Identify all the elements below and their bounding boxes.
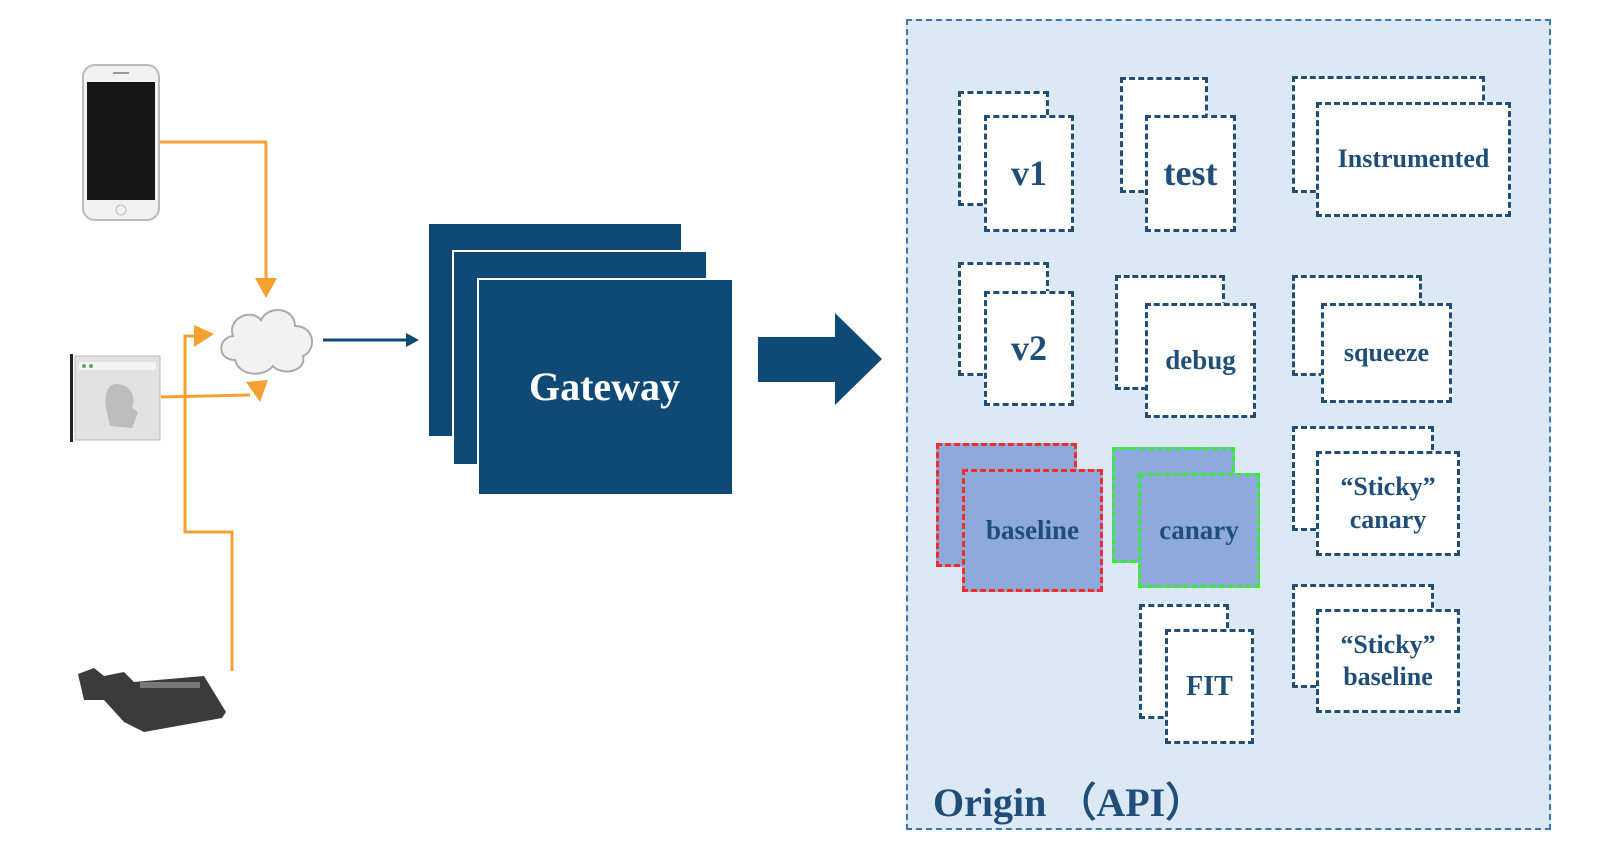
arrowhead xyxy=(406,333,419,347)
cloud-icon xyxy=(220,309,313,375)
origin-label: Origin （API） xyxy=(933,780,1206,825)
router-connector xyxy=(183,334,234,671)
arrowhead xyxy=(246,380,268,402)
gateway-to-origin-arrow xyxy=(758,313,882,405)
service-v1[interactable]: v1 xyxy=(984,115,1074,232)
service-debug[interactable]: debug xyxy=(1145,303,1256,418)
gateway-instance-front[interactable] xyxy=(477,278,734,496)
service-sticky-canary[interactable]: “Sticky” canary xyxy=(1316,451,1460,556)
browser-window-icon xyxy=(70,354,161,442)
gateway-label: Gateway xyxy=(528,363,681,409)
service-fit[interactable]: FIT xyxy=(1165,629,1254,744)
service-instrumented[interactable]: Instrumented xyxy=(1316,102,1511,217)
service-sticky-baseline[interactable]: “Sticky” baseline xyxy=(1316,609,1460,713)
arrowhead xyxy=(255,278,277,298)
service-canary[interactable]: canary xyxy=(1138,473,1260,588)
service-baseline[interactable]: baseline xyxy=(962,469,1103,592)
browser-connector xyxy=(160,393,251,399)
arrowhead xyxy=(194,325,214,347)
phone-connector xyxy=(158,140,268,282)
service-test[interactable]: test xyxy=(1145,115,1236,232)
service-squeeze[interactable]: squeeze xyxy=(1321,303,1452,403)
smartphone-icon xyxy=(82,64,160,221)
service-v2[interactable]: v2 xyxy=(984,291,1074,406)
router-device-icon xyxy=(78,668,226,732)
